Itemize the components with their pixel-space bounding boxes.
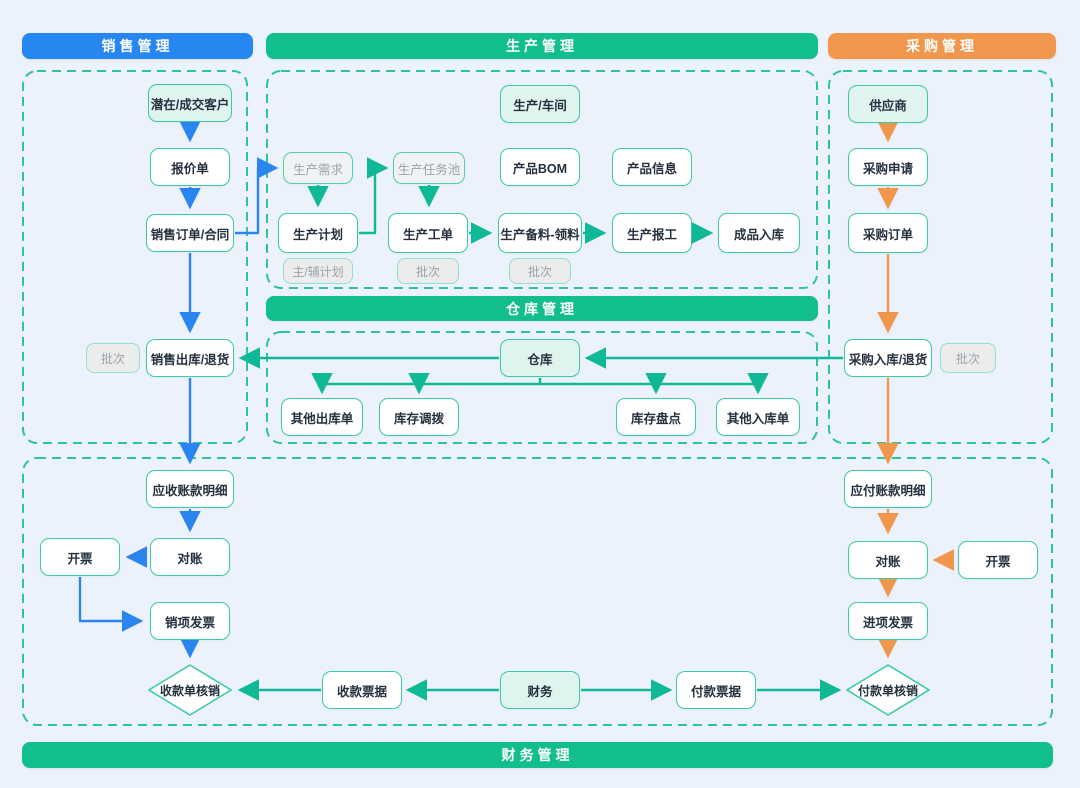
receipt-writeoff-label: 收款单核销	[159, 683, 220, 698]
badge-batch-purchase: 批次	[940, 343, 996, 373]
header-finance: 财务管理	[22, 742, 1053, 768]
node-other-in: 其他入库单	[716, 398, 800, 436]
node-finance: 财务	[500, 671, 580, 709]
node-demand: 生产需求	[283, 152, 353, 184]
zone-production	[266, 70, 818, 289]
badge-batch-sales: 批次	[86, 343, 140, 373]
node-other-out: 其他出库单	[281, 398, 363, 436]
purchase-flow-arrows	[877, 120, 955, 659]
header-purchase: 采购管理	[828, 33, 1056, 59]
badge-plan: 主/辅计划	[283, 258, 353, 284]
node-supplier: 供应商	[848, 85, 928, 123]
node-payment-bill: 付款票据	[676, 671, 756, 709]
node-receipt-writeoff: 收款单核销	[148, 664, 232, 716]
node-bom: 产品BOM	[500, 148, 580, 186]
node-finished-in: 成品入库	[718, 213, 800, 253]
node-reconcile-ap: 对账	[848, 541, 928, 579]
node-pr: 采购申请	[848, 148, 928, 186]
node-plan: 生产计划	[278, 213, 358, 253]
node-sales-order: 销售订单/合同	[146, 214, 234, 252]
node-receipt-bill: 收款票据	[322, 671, 402, 709]
node-payable: 应付账款明细	[844, 470, 932, 508]
node-product-info: 产品信息	[612, 148, 692, 186]
node-reconcile-ar: 对账	[150, 538, 230, 576]
zone-sales	[22, 70, 248, 444]
node-warehouse: 仓库	[500, 339, 580, 377]
node-po: 采购订单	[848, 213, 928, 253]
header-sales: 销售管理	[22, 33, 253, 59]
node-quotation: 报价单	[150, 148, 230, 186]
node-sales-outbound: 销售出库/退货	[146, 339, 234, 377]
zone-finance	[22, 457, 1053, 726]
node-receivable: 应收账款明细	[146, 470, 234, 508]
node-payment-writeoff: 付款单核销	[846, 664, 930, 716]
node-stocktake: 库存盘点	[616, 398, 696, 436]
badge-batch-mat: 批次	[509, 258, 571, 284]
node-material: 生产备料-领料	[498, 213, 582, 253]
node-invoice-ar: 开票	[40, 538, 120, 576]
production-flow-arrows	[237, 157, 843, 701]
node-purchase-in: 采购入库/退货	[844, 339, 932, 377]
node-invoice-ap: 开票	[958, 541, 1038, 579]
sales-flow-arrows	[78, 120, 279, 659]
node-report: 生产报工	[612, 213, 692, 253]
header-production: 生产管理	[266, 33, 818, 59]
payment-writeoff-label: 付款单核销	[857, 683, 918, 698]
zone-warehouse	[266, 331, 818, 444]
node-customer: 潜在/成交客户	[148, 84, 232, 122]
node-workshop: 生产/车间	[500, 85, 580, 123]
node-work-order: 生产工单	[388, 213, 468, 253]
node-transfer: 库存调拨	[379, 398, 459, 436]
node-task-pool: 生产任务池	[393, 152, 465, 184]
zone-purchase	[828, 70, 1053, 444]
badge-batch-wo: 批次	[397, 258, 459, 284]
node-input-invoice: 进项发票	[848, 602, 928, 640]
node-sales-invoice: 销项发票	[150, 602, 230, 640]
header-warehouse: 仓库管理	[266, 296, 818, 321]
